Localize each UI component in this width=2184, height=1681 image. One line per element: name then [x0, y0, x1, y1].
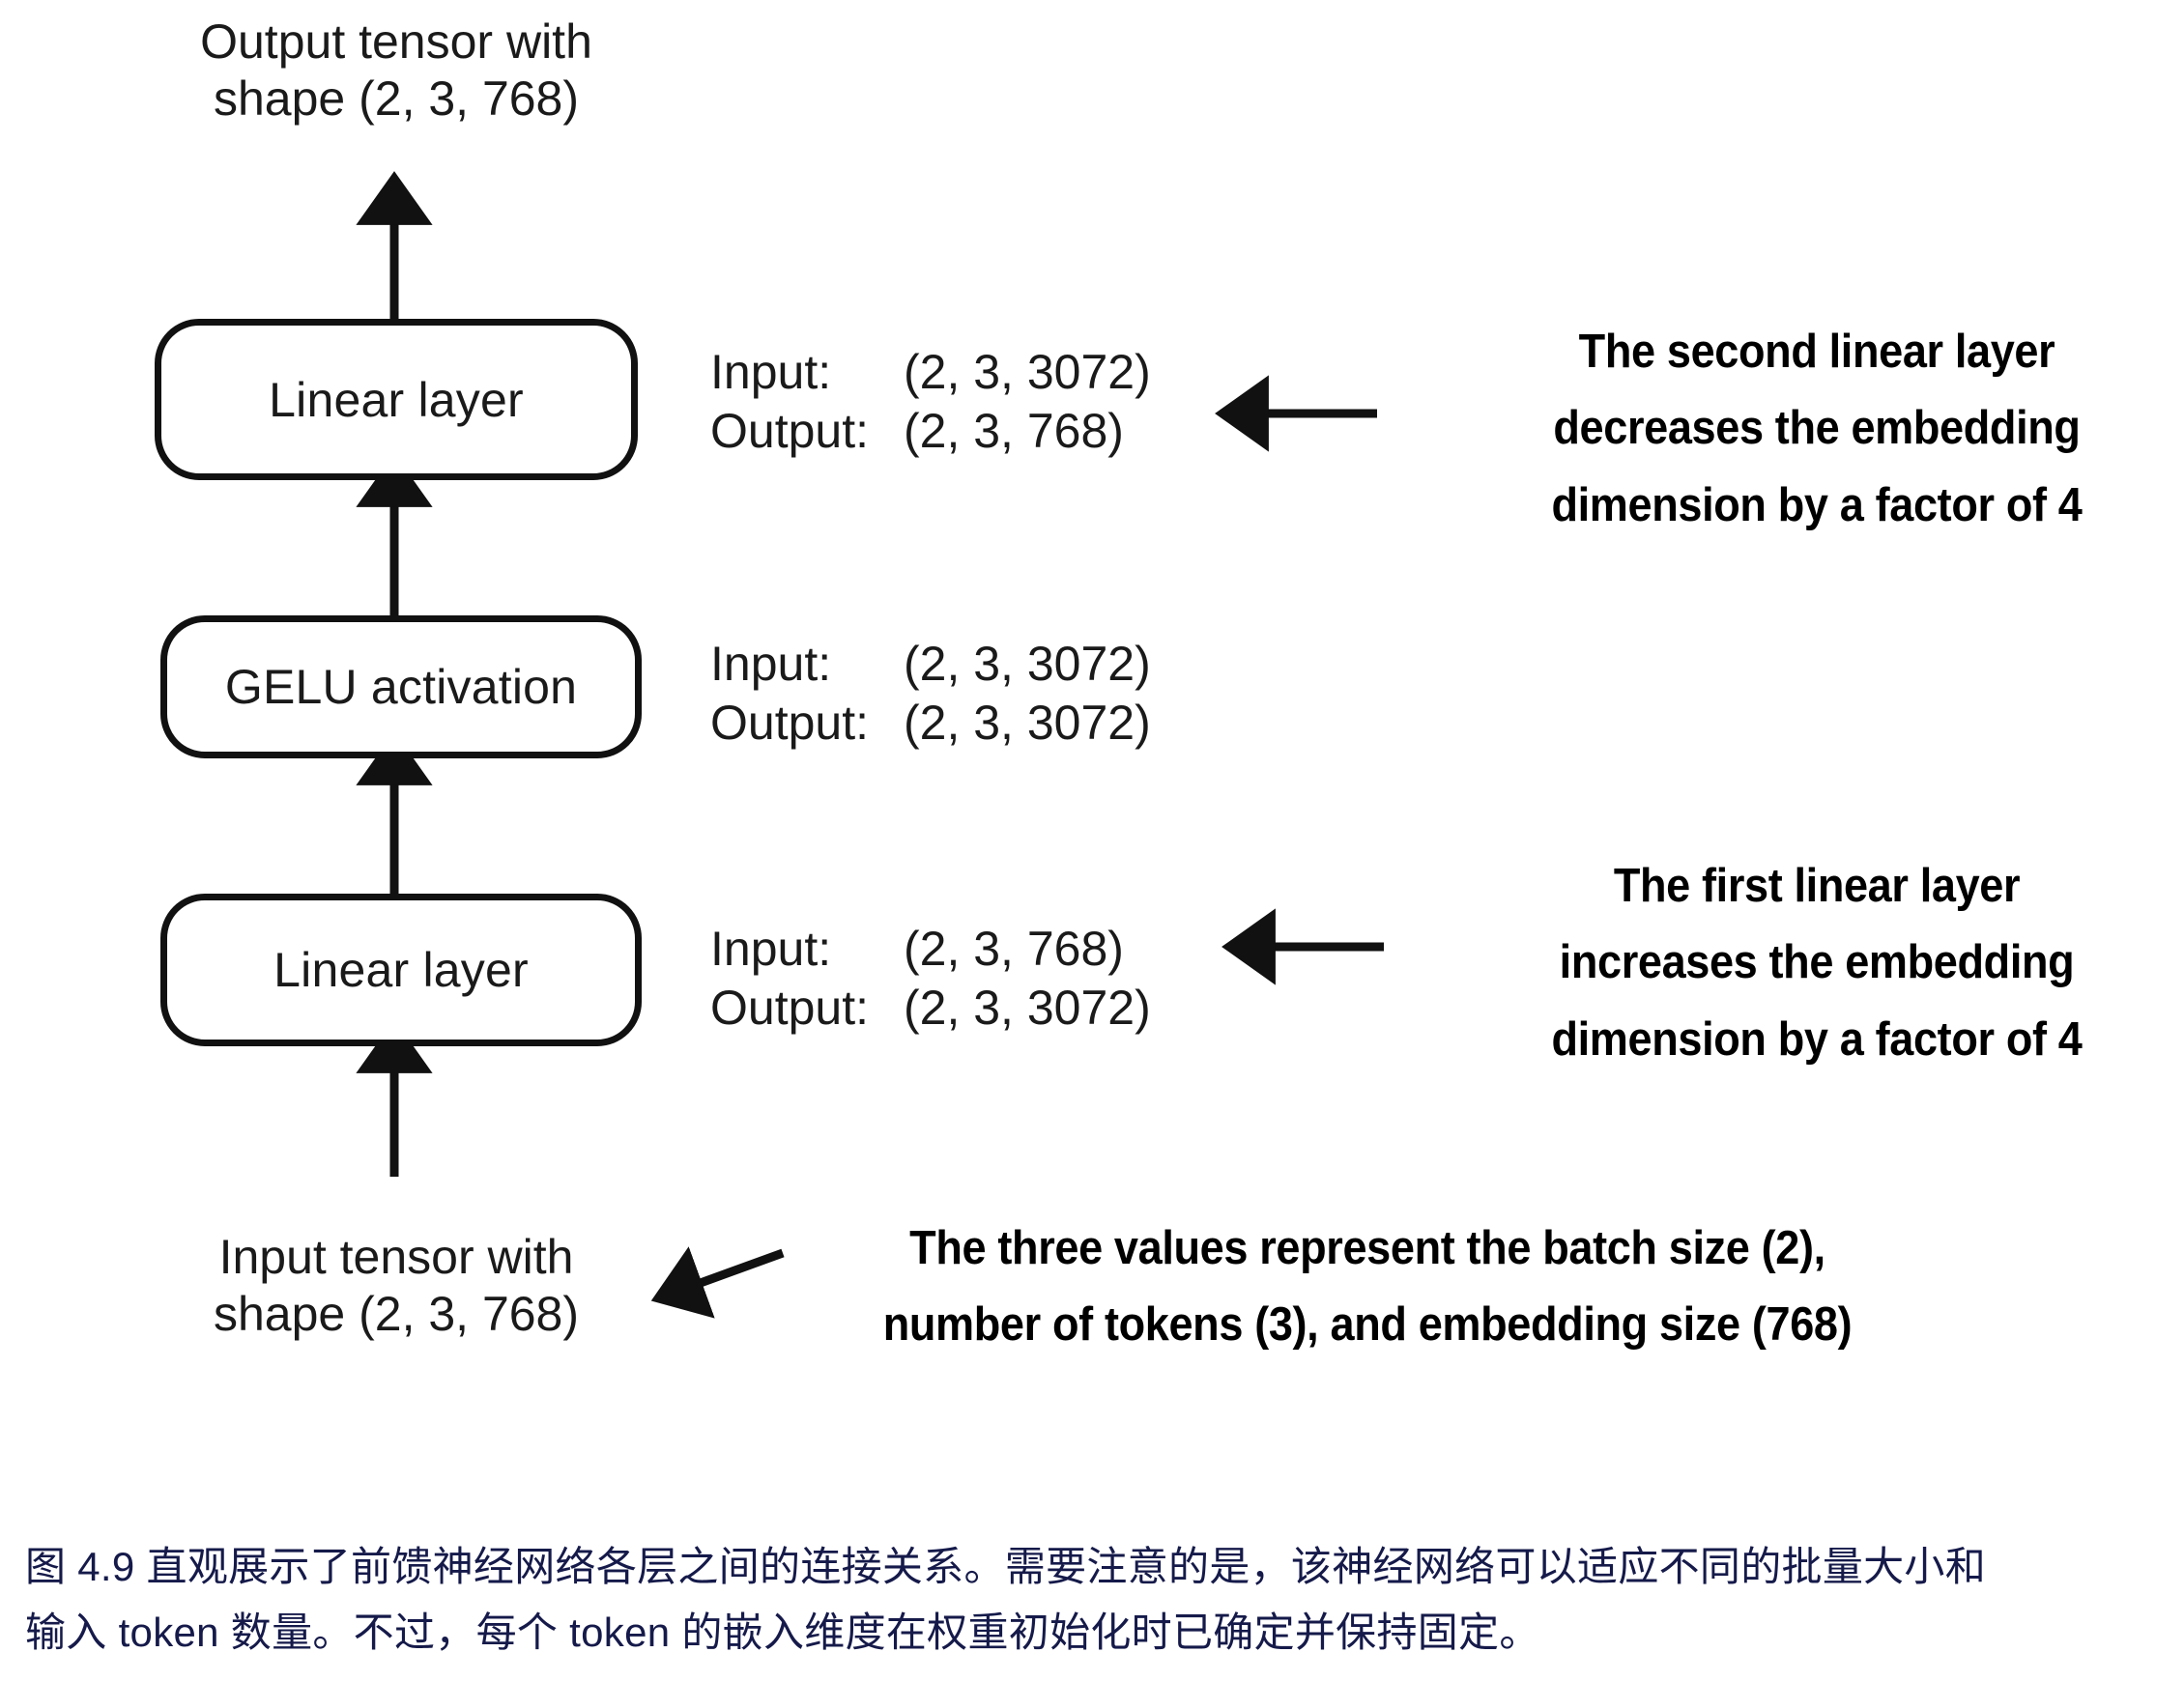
caption-line-1: 图 4.9 直观展示了前馈神经网络各层之间的连接关系。需要注意的是，该神经网络可… [25, 1544, 1987, 1589]
io-spec-gelu-activation: Input: (2, 3, 3072) Output: (2, 3, 3072) [710, 635, 1151, 753]
io-input-key: Input: [710, 637, 832, 691]
block-linear-layer-2[interactable]: Linear layer [155, 319, 638, 480]
io-output-key: Output: [710, 404, 869, 458]
io-output-value: (2, 3, 768) [904, 404, 1124, 458]
block-gelu-activation-label: GELU activation [224, 660, 578, 714]
annotation-second-linear-layer: The second linear layer decreases the em… [1551, 326, 2083, 531]
io-output-key: Output: [710, 981, 869, 1035]
io-input-key: Input: [710, 345, 832, 399]
arrow-annot-three-values [650, 1246, 785, 1319]
block-linear-layer-1-label: Linear layer [273, 943, 529, 997]
block-gelu-activation[interactable]: GELU activation [160, 615, 642, 758]
io-input-row: Input: (2, 3, 768) [710, 920, 1151, 979]
io-output-row: Output: (2, 3, 768) [710, 402, 1151, 461]
io-input-value: (2, 3, 3072) [904, 345, 1151, 399]
output-tensor-label: Output tensor with shape (2, 3, 768) [200, 14, 592, 126]
block-linear-layer-1[interactable]: Linear layer [160, 894, 642, 1046]
input-tensor-label: Input tensor with shape (2, 3, 768) [213, 1230, 580, 1341]
annotation-first-linear-layer: The first linear layer increases the emb… [1551, 860, 2083, 1066]
io-input-value: (2, 3, 3072) [904, 637, 1151, 691]
io-output-row: Output: (2, 3, 3072) [710, 979, 1151, 1038]
io-input-value: (2, 3, 768) [904, 922, 1124, 976]
io-spec-linear-layer-1: Input: (2, 3, 768) Output: (2, 3, 3072) [710, 920, 1151, 1038]
io-input-key: Input: [710, 922, 832, 976]
block-linear-layer-2-label: Linear layer [269, 372, 524, 427]
io-output-key: Output: [710, 696, 869, 750]
io-spec-linear-layer-2: Input: (2, 3, 3072) Output: (2, 3, 768) [710, 343, 1151, 461]
io-input-row: Input: (2, 3, 3072) [710, 635, 1151, 694]
figure-caption: 图 4.9 直观展示了前馈神经网络各层之间的连接关系。需要注意的是，该神经网络可… [25, 1534, 2161, 1666]
io-output-row: Output: (2, 3, 3072) [710, 694, 1151, 753]
caption-line-2: 输入 token 数量。不过，每个 token 的嵌入维度在权重初始化时已确定并… [25, 1610, 1540, 1656]
io-output-value: (2, 3, 3072) [904, 981, 1151, 1035]
io-input-row: Input: (2, 3, 3072) [710, 343, 1151, 402]
annotation-three-values: The three values represent the batch siz… [882, 1222, 1853, 1352]
io-output-value: (2, 3, 3072) [904, 696, 1151, 750]
